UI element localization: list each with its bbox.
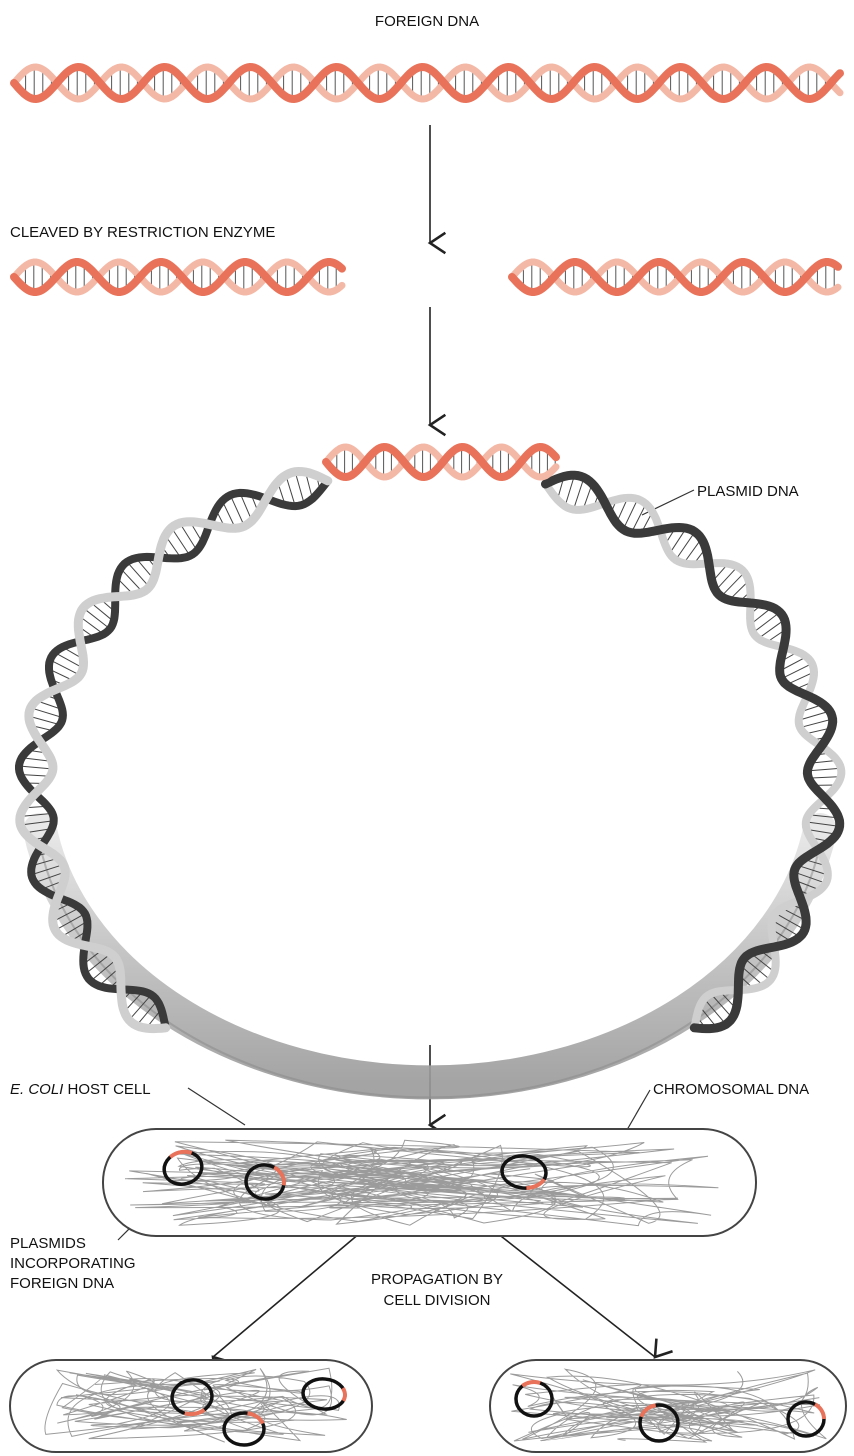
plasmid-left-base-pair xyxy=(50,660,80,675)
host-cell-label: E. COLI HOST CELL xyxy=(10,1081,151,1098)
plasmid-right-base-pair xyxy=(716,567,738,591)
plasmids-label-line1: PLASMIDS xyxy=(10,1235,86,1252)
cleaved-fragment-left xyxy=(14,262,342,292)
plasmid-left-strand-back xyxy=(19,481,328,1028)
plasmid-dna-label: PLASMID DNA xyxy=(697,483,799,500)
cleaved-fragment-right xyxy=(512,262,838,292)
plasmids-label-line2: INCORPORATING xyxy=(10,1255,136,1272)
propagation-label-line1: PROPAGATION BY xyxy=(371,1271,503,1288)
plasmids-label-line3: FOREIGN DNA xyxy=(10,1275,114,1292)
daughter-cell-left xyxy=(10,1360,372,1452)
propagation-label-line2: CELL DIVISION xyxy=(384,1292,491,1309)
plasmid-left-base-pair xyxy=(180,523,197,550)
plasmid-right-strand-back xyxy=(546,484,842,1028)
host-cell xyxy=(103,1129,756,1236)
plasmid-right-base-pair xyxy=(753,612,780,632)
cleaved-label: CLEAVED BY RESTRICTION ENZYME xyxy=(10,224,275,241)
host-cell-leader xyxy=(188,1088,245,1125)
chromosomal-dna-label: CHROMOSOMAL DNA xyxy=(653,1081,809,1098)
foreign-dna-label: FOREIGN DNA xyxy=(375,13,479,30)
plasmid-left-base-pair xyxy=(121,569,143,593)
plasmid-left-base-pair xyxy=(83,608,110,629)
foreign-dna-insert xyxy=(326,447,556,477)
daughter-cell-right xyxy=(490,1360,846,1452)
host-cell-label-rest: HOST CELL xyxy=(63,1081,150,1098)
plasmid-left-base-pair xyxy=(171,528,189,556)
plasmid-left-base-pair xyxy=(295,472,304,504)
plasmid-right-base-pair xyxy=(758,620,784,639)
insert-strand-front xyxy=(326,447,556,477)
plasmid-left-base-pair xyxy=(31,708,63,718)
plasmid-right-base-pair xyxy=(573,478,584,510)
arrow-division-left xyxy=(213,1233,360,1357)
plasmid-dna-helix xyxy=(19,472,841,1029)
plasmid-left-base-pair xyxy=(127,562,149,587)
plasmid-right-base-pair xyxy=(676,532,695,560)
plasmid-right-strand-front xyxy=(546,475,840,1028)
host-cell-label-italic: E. COLI xyxy=(10,1081,63,1098)
plasmid-right-base-pair xyxy=(781,664,811,679)
plasmid-left-base-pair xyxy=(19,766,53,769)
foreign-dna-helix xyxy=(14,67,840,99)
arrow-division-right xyxy=(497,1233,655,1357)
plasmid-ring xyxy=(19,447,841,1097)
plasmid-ring-lower-band xyxy=(40,830,820,1082)
plasmid-right-base-pair xyxy=(721,572,744,596)
